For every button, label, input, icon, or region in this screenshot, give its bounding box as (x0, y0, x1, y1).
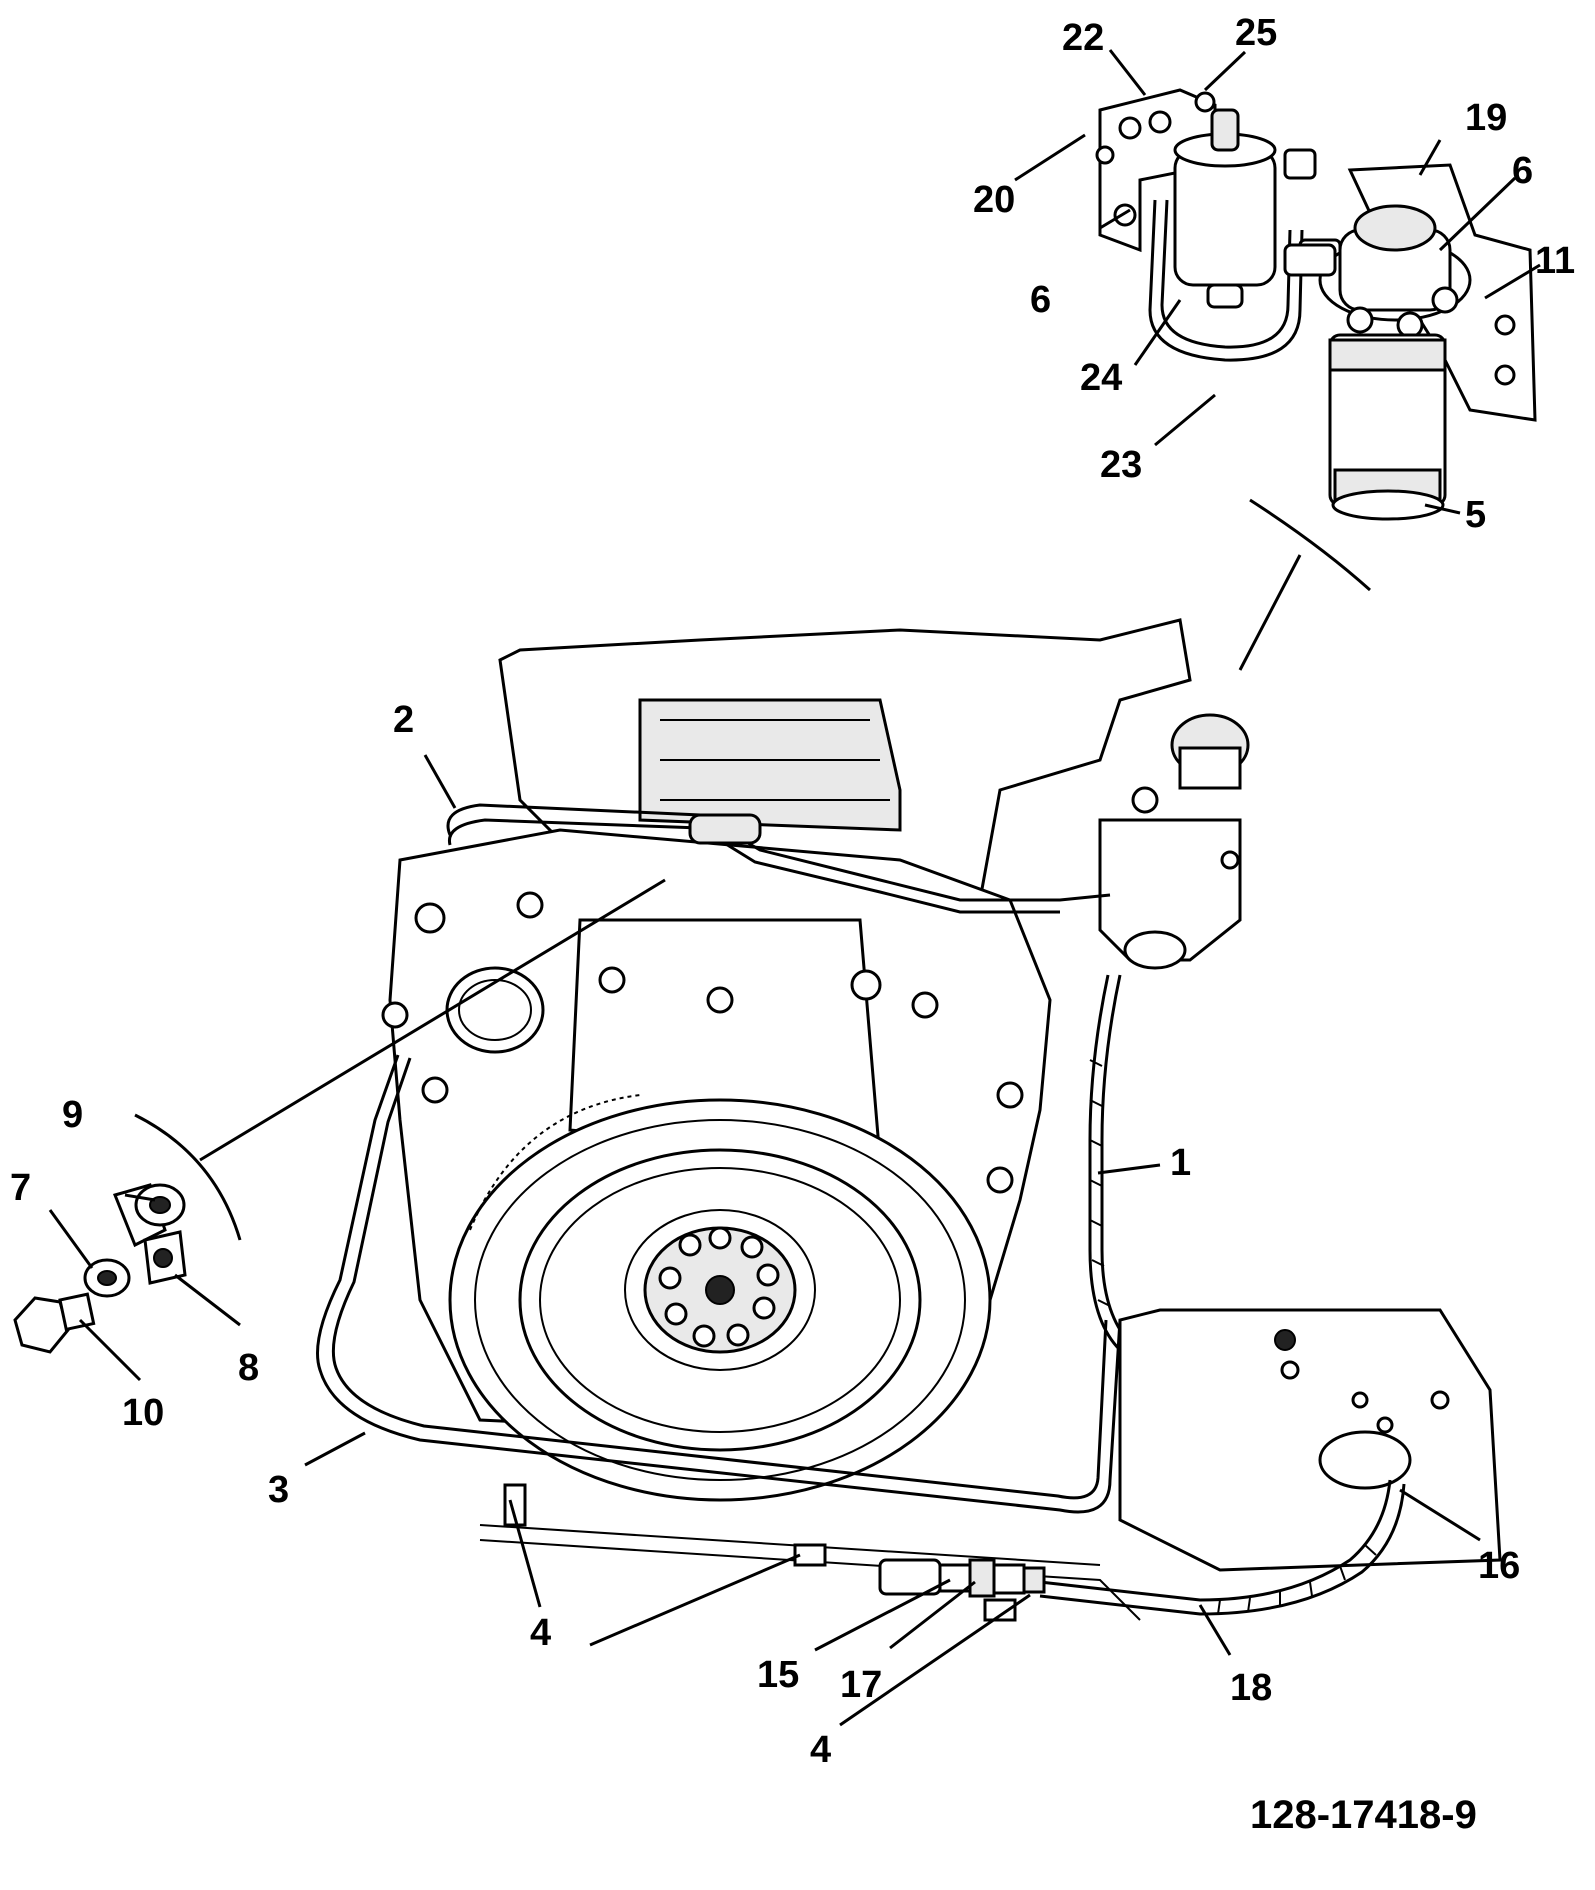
detail-line-upper (1238, 554, 1302, 671)
callout-labels: 1 2 3 4 4 5 6 6 7 8 9 10 11 15 16 17 18 … (10, 12, 1575, 1771)
engine-fuel-filter (1098, 713, 1250, 970)
callout-20: 20 (973, 179, 1015, 221)
callout-5: 5 (1465, 494, 1486, 536)
detail-arc-upper (1249, 498, 1372, 592)
callout-8: 8 (238, 1347, 259, 1389)
callout-4-left: 4 (530, 1612, 551, 1654)
callout-15: 15 (757, 1654, 799, 1696)
callout-6-left: 6 (1030, 279, 1051, 321)
callout-22: 22 (1062, 17, 1104, 59)
callout-6-right: 6 (1512, 150, 1533, 192)
inline-fittings (503, 1483, 1046, 1622)
primary-fuel-filter (1283, 163, 1537, 521)
callout-24: 24 (1080, 357, 1122, 399)
fuel-filter-head-assembly (1095, 88, 1342, 362)
callout-3: 3 (268, 1469, 289, 1511)
callout-25: 25 (1235, 12, 1277, 54)
callout-11: 11 (1535, 240, 1575, 282)
callout-1: 1 (1170, 1142, 1191, 1184)
callout-9: 9 (62, 1094, 83, 1136)
document-number: 128-17418-9 (1250, 1793, 1477, 1837)
callout-2: 2 (393, 699, 414, 741)
fuel-hose-1 (1088, 974, 1134, 1352)
callout-18: 18 (1230, 1667, 1272, 1709)
detail-line-left (199, 878, 666, 1162)
fuel-line-2 (446, 803, 1111, 914)
callout-23: 23 (1100, 444, 1142, 486)
callout-10: 10 (122, 1392, 164, 1434)
fuel-line-3 (316, 1054, 1122, 1514)
callout-7: 7 (10, 1167, 31, 1209)
callout-17: 17 (840, 1664, 882, 1706)
flywheel-bolts (643, 1226, 797, 1354)
callout-16: 16 (1478, 1545, 1520, 1587)
engine-block (381, 618, 1192, 1502)
bolt-kit (13, 1183, 187, 1354)
leader-lines (48, 49, 1541, 1727)
return-hose-18 (1039, 1479, 1406, 1616)
detail-arc-left (134, 1113, 242, 1241)
callout-19: 19 (1465, 97, 1507, 139)
callout-4-bottom: 4 (810, 1729, 831, 1771)
frame-plate (479, 1308, 1502, 1621)
